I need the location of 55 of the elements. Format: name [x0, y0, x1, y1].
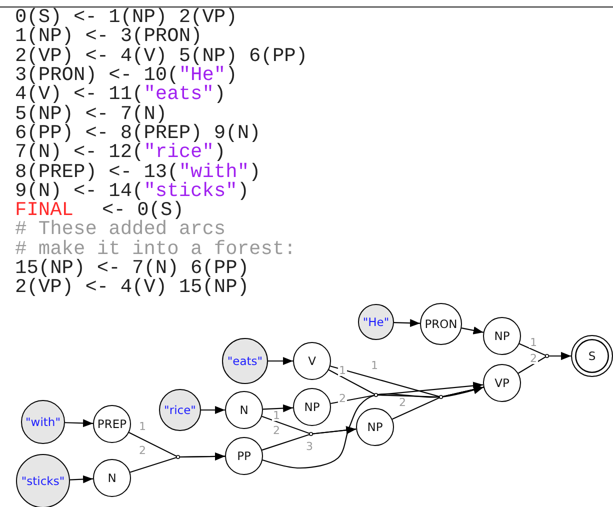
edge-label: 2 [338, 393, 347, 404]
arrow [70, 475, 94, 484]
state-circle: PRON [420, 303, 462, 345]
edge-label: 2 [138, 445, 147, 456]
arrow [462, 326, 484, 334]
code-line: 1(NP) <- 3(PRON) [15, 27, 202, 46]
code-line: 8(PREP) <- 13("with") [15, 162, 261, 180]
code-comment: # These added arcs [15, 220, 226, 238]
code-line: 3(PRON) <- 10("He") [15, 66, 238, 84]
state-circle: NP [483, 317, 521, 355]
edge-label: 1 [138, 421, 147, 432]
edge-label: 2 [272, 425, 281, 436]
code-line: 2(VP) <- 4(V) 5(NP) 6(PP) [15, 46, 308, 65]
word-node: "sticks" [16, 454, 70, 507]
code-line: 7(N) <- 12("rice") [15, 143, 226, 162]
state-circle: VP [483, 364, 521, 402]
state-circle: N [93, 459, 131, 497]
state-circle: NP [293, 388, 331, 426]
word-node: "rice" [159, 389, 201, 431]
arrow [518, 352, 571, 374]
arrow [262, 404, 294, 412]
code-line: 4(V) <- 11("eats") [15, 85, 226, 104]
code-comment: # make it into a forest: [15, 240, 296, 258]
code-line: 5(NP) <- 7(N) [15, 104, 168, 123]
word-node: "eats" [222, 338, 268, 384]
edge-label: 3 [305, 441, 314, 452]
state-circle: PP [225, 437, 263, 475]
final-state-circle: S [571, 335, 613, 377]
arrow [130, 452, 225, 473]
arrow [392, 386, 484, 420]
edge-label: 2 [529, 353, 538, 364]
state-circle: V [293, 342, 331, 380]
arrow [262, 386, 484, 469]
edge-label: 1 [338, 365, 347, 376]
arrow [394, 319, 420, 328]
state-circle: N [225, 391, 263, 429]
word-node: "with" [21, 400, 65, 444]
edge-label: 2 [398, 397, 407, 408]
word-node: "He" [358, 304, 394, 340]
code-line: 2(VP) <- 4(V) 15(NP) [15, 278, 250, 296]
code-line: 6(PP) <- 8(PREP) 9(N) [15, 124, 261, 142]
arrow [268, 357, 293, 365]
code-line: 15(NP) <- 7(N) 6(PP) [15, 259, 250, 278]
edge-label: 1 [529, 337, 538, 348]
state-circle: PREP [93, 405, 131, 443]
code-line: 9(N) <- 14("sticks") [15, 182, 250, 200]
keyword: FINAL [15, 201, 74, 220]
code-line: 0(S) <- 1(NP) 2(VP) [15, 8, 238, 26]
edge-label: 1 [272, 410, 281, 421]
arrow [262, 426, 356, 451]
state-circle: NP [356, 408, 394, 446]
code-line: <- 0(S) [102, 201, 184, 220]
edge-label: 1 [370, 360, 379, 371]
arrow [64, 419, 94, 428]
arrow [201, 406, 225, 414]
